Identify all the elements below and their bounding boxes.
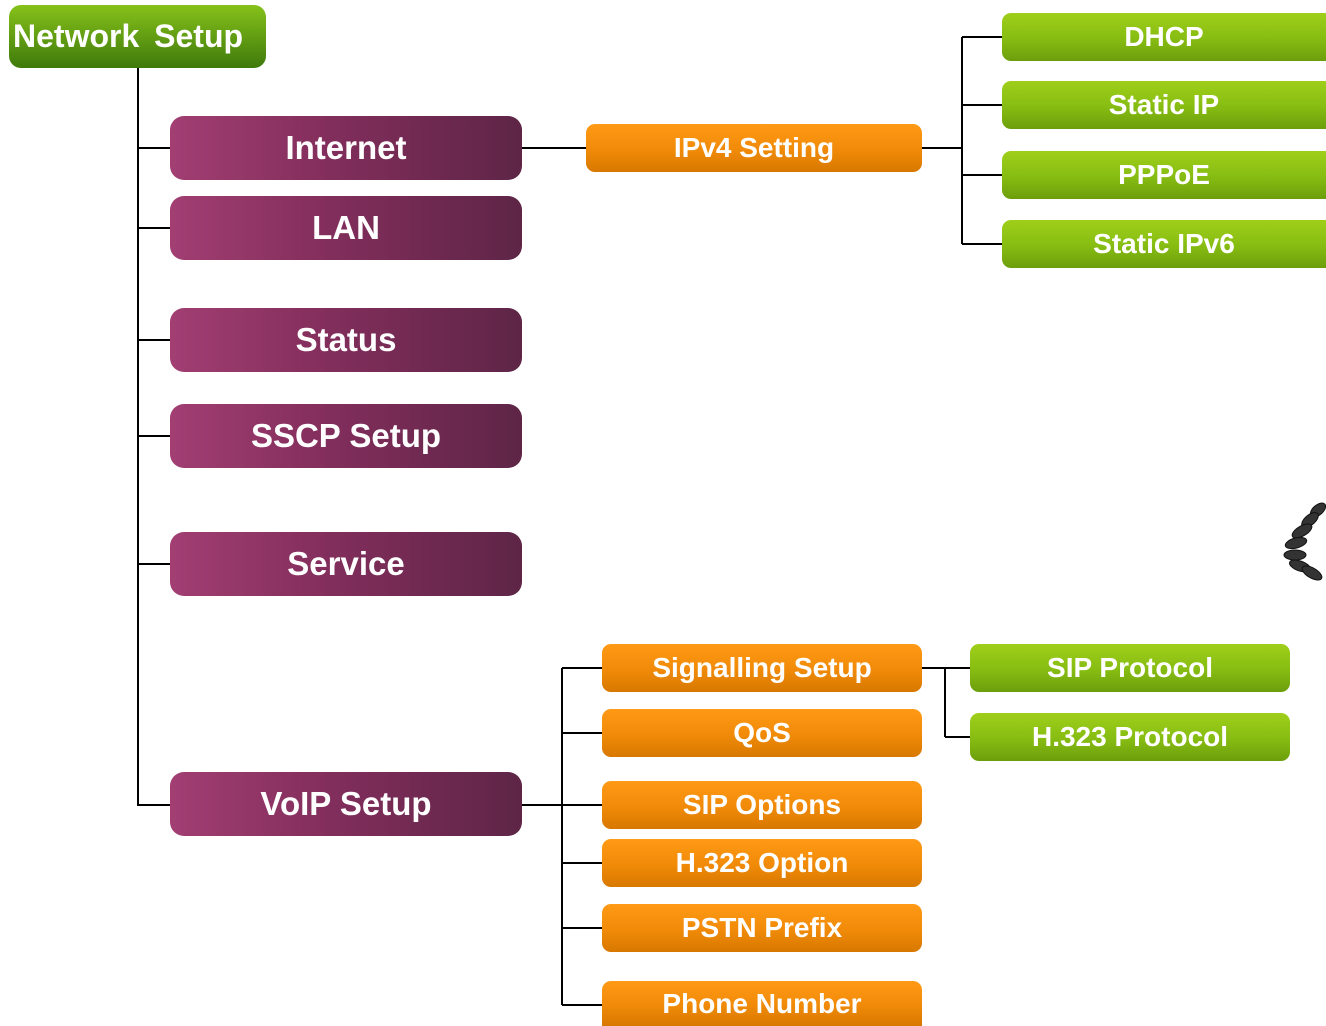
sip-options-button[interactable]: SIP Options bbox=[602, 781, 922, 829]
signalling-setup-button[interactable]: Signalling Setup bbox=[602, 644, 922, 692]
phone-number-button[interactable]: Phone Number bbox=[602, 981, 922, 1026]
main-trunk-line bbox=[137, 68, 170, 806]
qos-button[interactable]: QoS bbox=[602, 709, 922, 757]
menu-sscp-setup[interactable]: SSCP Setup bbox=[170, 404, 522, 468]
static-ip-button[interactable]: Static IP bbox=[1002, 81, 1326, 129]
sip-protocol-button[interactable]: SIP Protocol bbox=[970, 644, 1290, 692]
menu-voip-setup[interactable]: VoIP Setup bbox=[170, 772, 522, 836]
menu-internet[interactable]: Internet bbox=[170, 116, 522, 180]
h323-option-button[interactable]: H.323 Option bbox=[602, 839, 922, 887]
ipv4-setting-button[interactable]: IPv4 Setting bbox=[586, 124, 922, 172]
menu-lan[interactable]: LAN bbox=[170, 196, 522, 260]
pstn-prefix-button[interactable]: PSTN Prefix bbox=[602, 904, 922, 952]
pppoe-button[interactable]: PPPoE bbox=[1002, 151, 1326, 199]
static-ipv6-button[interactable]: Static IPv6 bbox=[1002, 220, 1326, 268]
menu-status[interactable]: Status bbox=[170, 308, 522, 372]
h323-protocol-button[interactable]: H.323 Protocol bbox=[970, 713, 1290, 761]
network-setup-root[interactable]: Network Setup bbox=[9, 5, 266, 68]
dhcp-button[interactable]: DHCP bbox=[1002, 13, 1326, 61]
menu-service[interactable]: Service bbox=[170, 532, 522, 596]
